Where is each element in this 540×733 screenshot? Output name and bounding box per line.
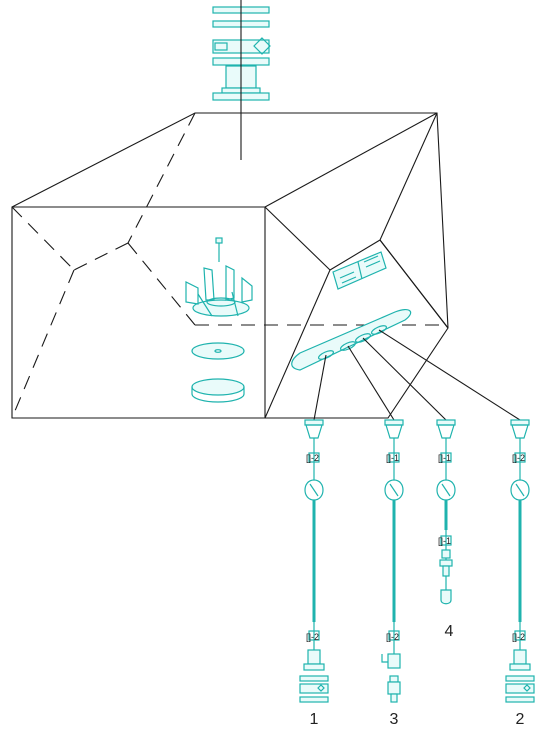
housing-box [11, 112, 449, 419]
port-leaders [313, 329, 521, 421]
chain-3-label: 3 [390, 711, 399, 728]
internal-parts [185, 237, 253, 403]
port-plate [291, 308, 412, 371]
chain-4-label: 4 [445, 623, 454, 640]
chain-2-bottom-count: []-2 [512, 632, 525, 642]
tube-chain-3 [381, 419, 404, 703]
chain-2-label: 2 [516, 711, 525, 728]
hidden-edges [11, 112, 448, 419]
chain-1-bottom-count: []-2 [306, 632, 319, 642]
chain-3-bottom-count: []-2 [386, 632, 399, 642]
chain-1-top-count: []-2 [306, 453, 319, 463]
chain-4-mid-count: []-1 [438, 536, 451, 546]
chain-3-top-count: []-1 [386, 453, 399, 463]
chain-4-top-count: []-1 [438, 453, 451, 463]
tube-chain-4 [436, 419, 456, 605]
chain-1-label: 1 [310, 711, 319, 728]
chain-2-top-count: []-2 [512, 453, 525, 463]
tube-chain-2 [505, 419, 535, 703]
label-panel [332, 251, 387, 290]
tube-chain-1 [299, 419, 329, 703]
